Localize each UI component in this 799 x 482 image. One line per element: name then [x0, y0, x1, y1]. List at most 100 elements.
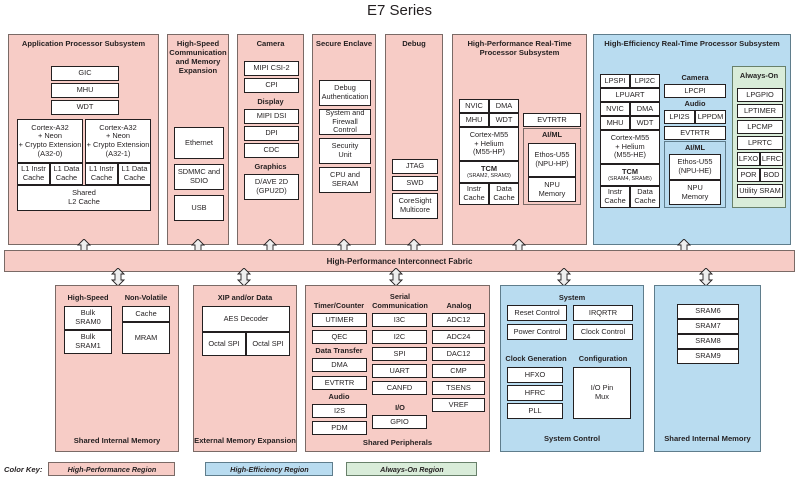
- block-i2c[interactable]: I2C: [372, 330, 427, 344]
- block-l1-data-cache-a32-0[interactable]: L1 Data Cache: [50, 163, 83, 185]
- block-dma-periph[interactable]: DMA: [312, 358, 367, 372]
- block-lfrc[interactable]: LFRC: [760, 152, 783, 166]
- block-io-pin-mux[interactable]: I/O Pin Mux: [573, 367, 631, 419]
- block-por[interactable]: POR: [737, 168, 760, 182]
- block-aes-decoder[interactable]: AES Decoder: [202, 306, 290, 332]
- block-ethernet[interactable]: Ethernet: [174, 127, 224, 159]
- block-npu-memory-he[interactable]: NPU Memory: [669, 180, 721, 205]
- block-cortex-a32-0[interactable]: Cortex-A32 + Neon + Crypto Extension (A3…: [17, 119, 83, 163]
- block-nvic-hp[interactable]: NVIC: [459, 99, 489, 113]
- block-cpu-seram[interactable]: CPU and SERAM: [319, 167, 371, 193]
- block-mram[interactable]: MRAM: [122, 322, 170, 354]
- block-l1-instr-cache-a32-1[interactable]: L1 Instr Cache: [85, 163, 118, 185]
- block-pdm[interactable]: PDM: [312, 421, 367, 435]
- block-sram9[interactable]: SRAM9: [677, 349, 739, 364]
- block-lpuart[interactable]: LPUART: [600, 88, 660, 102]
- block-vref[interactable]: VREF: [432, 398, 485, 412]
- block-mhu-hp[interactable]: MHU: [459, 113, 489, 127]
- block-lptimer[interactable]: LPTIMER: [737, 104, 783, 118]
- block-utimer[interactable]: UTIMER: [312, 313, 367, 327]
- block-tsens[interactable]: TSENS: [432, 381, 485, 395]
- block-dma-hp[interactable]: DMA: [489, 99, 519, 113]
- block-lfxo[interactable]: LFXO: [737, 152, 760, 166]
- block-instr-cache-hp[interactable]: Instr Cache: [459, 183, 489, 205]
- block-data-cache-he[interactable]: Data Cache: [630, 186, 660, 208]
- block-debug-authentication[interactable]: Debug Authentication: [319, 80, 371, 106]
- block-sram6[interactable]: SRAM6: [677, 304, 739, 319]
- block-system-firewall-control[interactable]: System and Firewall Control: [319, 109, 371, 135]
- block-shared-l2-cache[interactable]: Shared L2 Cache: [17, 185, 151, 211]
- block-sram7[interactable]: SRAM7: [677, 319, 739, 334]
- block-tcm-he[interactable]: TCM (SRAM4, SRAM5): [600, 164, 660, 186]
- block-bulk-sram0[interactable]: Bulk SRAM0: [64, 306, 112, 330]
- block-sram8[interactable]: SRAM8: [677, 334, 739, 349]
- block-mipi-dsi[interactable]: MIPI DSI: [244, 109, 299, 124]
- block-cmp[interactable]: CMP: [432, 364, 485, 378]
- block-lpcpi[interactable]: LPCPI: [664, 84, 726, 98]
- block-pll[interactable]: PLL: [507, 403, 563, 419]
- block-tcm-hp[interactable]: TCM (SRAM2, SRAM3): [459, 161, 519, 183]
- block-irqrtr[interactable]: IRQRTR: [573, 305, 633, 321]
- block-sdmmc-sdio[interactable]: SDMMC and SDIO: [174, 164, 224, 190]
- block-mhu-he[interactable]: MHU: [600, 116, 630, 130]
- block-dac12[interactable]: DAC12: [432, 347, 485, 361]
- block-dave-2d-gpu2d[interactable]: D/AVE 2D (GPU2D): [244, 174, 299, 200]
- block-l1-instr-cache-a32-0[interactable]: L1 Instr Cache: [17, 163, 50, 185]
- block-usb[interactable]: USB: [174, 195, 224, 221]
- block-i3c[interactable]: I3C: [372, 313, 427, 327]
- block-nvic-he[interactable]: NVIC: [600, 102, 630, 116]
- block-npu-memory-hp[interactable]: NPU Memory: [528, 177, 576, 202]
- block-cache-nv[interactable]: Cache: [122, 306, 170, 322]
- block-evtrtr-he[interactable]: EVTRTR: [664, 126, 726, 140]
- block-lpcmp[interactable]: LPCMP: [737, 120, 783, 134]
- block-lpspi[interactable]: LPSPI: [600, 74, 630, 88]
- block-canfd[interactable]: CANFD: [372, 381, 427, 395]
- block-clock-control[interactable]: Clock Control: [573, 324, 633, 340]
- block-data-cache-hp[interactable]: Data Cache: [489, 183, 519, 205]
- block-jtag[interactable]: JTAG: [392, 159, 438, 174]
- block-gpio[interactable]: GPIO: [372, 415, 427, 429]
- block-dpi[interactable]: DPI: [244, 126, 299, 141]
- block-i2s[interactable]: I2S: [312, 404, 367, 418]
- block-wdt[interactable]: WDT: [51, 100, 119, 115]
- block-adc12[interactable]: ADC12: [432, 313, 485, 327]
- block-adc24[interactable]: ADC24: [432, 330, 485, 344]
- block-utility-sram[interactable]: Utility SRAM: [737, 184, 783, 198]
- block-hfxo[interactable]: HFXO: [507, 367, 563, 383]
- block-cpi[interactable]: CPI: [244, 78, 299, 93]
- block-lppdm[interactable]: LPPDM: [695, 110, 726, 124]
- block-octal-spi-1[interactable]: Octal SPI: [246, 332, 290, 356]
- block-uart[interactable]: UART: [372, 364, 427, 378]
- block-wdt-hp[interactable]: WDT: [489, 113, 519, 127]
- block-evtrtr-hp[interactable]: EVTRTR: [523, 113, 581, 127]
- block-evtrtr-periph[interactable]: EVTRTR: [312, 376, 367, 390]
- block-bod[interactable]: BOD: [760, 168, 783, 182]
- block-octal-spi-0[interactable]: Octal SPI: [202, 332, 246, 356]
- block-security-unit[interactable]: Security Unit: [319, 138, 371, 164]
- block-cortex-a32-1[interactable]: Cortex-A32 + Neon + Crypto Extension (A3…: [85, 119, 151, 163]
- block-dma-he[interactable]: DMA: [630, 102, 660, 116]
- block-qec[interactable]: QEC: [312, 330, 367, 344]
- block-spi[interactable]: SPI: [372, 347, 427, 361]
- block-mhu[interactable]: MHU: [51, 83, 119, 98]
- block-gic[interactable]: GIC: [51, 66, 119, 81]
- block-lpi2c[interactable]: LPI2C: [630, 74, 660, 88]
- block-cortex-m55-hp[interactable]: Cortex-M55 + Helium (M55-HP): [459, 127, 519, 161]
- block-instr-cache-he[interactable]: Instr Cache: [600, 186, 630, 208]
- block-lpi2s[interactable]: LPI2S: [664, 110, 695, 124]
- block-wdt-he[interactable]: WDT: [630, 116, 660, 130]
- block-hfrc[interactable]: HFRC: [507, 385, 563, 401]
- block-mipi-csi-2[interactable]: MIPI CSI-2: [244, 61, 299, 76]
- block-cortex-m55-he[interactable]: Cortex-M55 + Helium (M55-HE): [600, 130, 660, 164]
- block-ethos-u55-npu-he[interactable]: Ethos-U55 (NPU-HE): [669, 154, 721, 180]
- block-lpgpio[interactable]: LPGPIO: [737, 88, 783, 102]
- block-cdc[interactable]: CDC: [244, 143, 299, 158]
- block-power-control[interactable]: Power Control: [507, 324, 567, 340]
- block-coresight-multicore[interactable]: CoreSight Multicore: [392, 193, 438, 219]
- block-reset-control[interactable]: Reset Control: [507, 305, 567, 321]
- block-bulk-sram1[interactable]: Bulk SRAM1: [64, 330, 112, 354]
- block-l1-data-cache-a32-1[interactable]: L1 Data Cache: [118, 163, 151, 185]
- block-swd[interactable]: SWD: [392, 176, 438, 191]
- block-ethos-u55-npu-hp[interactable]: Ethos-U55 (NPU-HP): [528, 143, 576, 177]
- block-lprtc[interactable]: LPRTC: [737, 136, 783, 150]
